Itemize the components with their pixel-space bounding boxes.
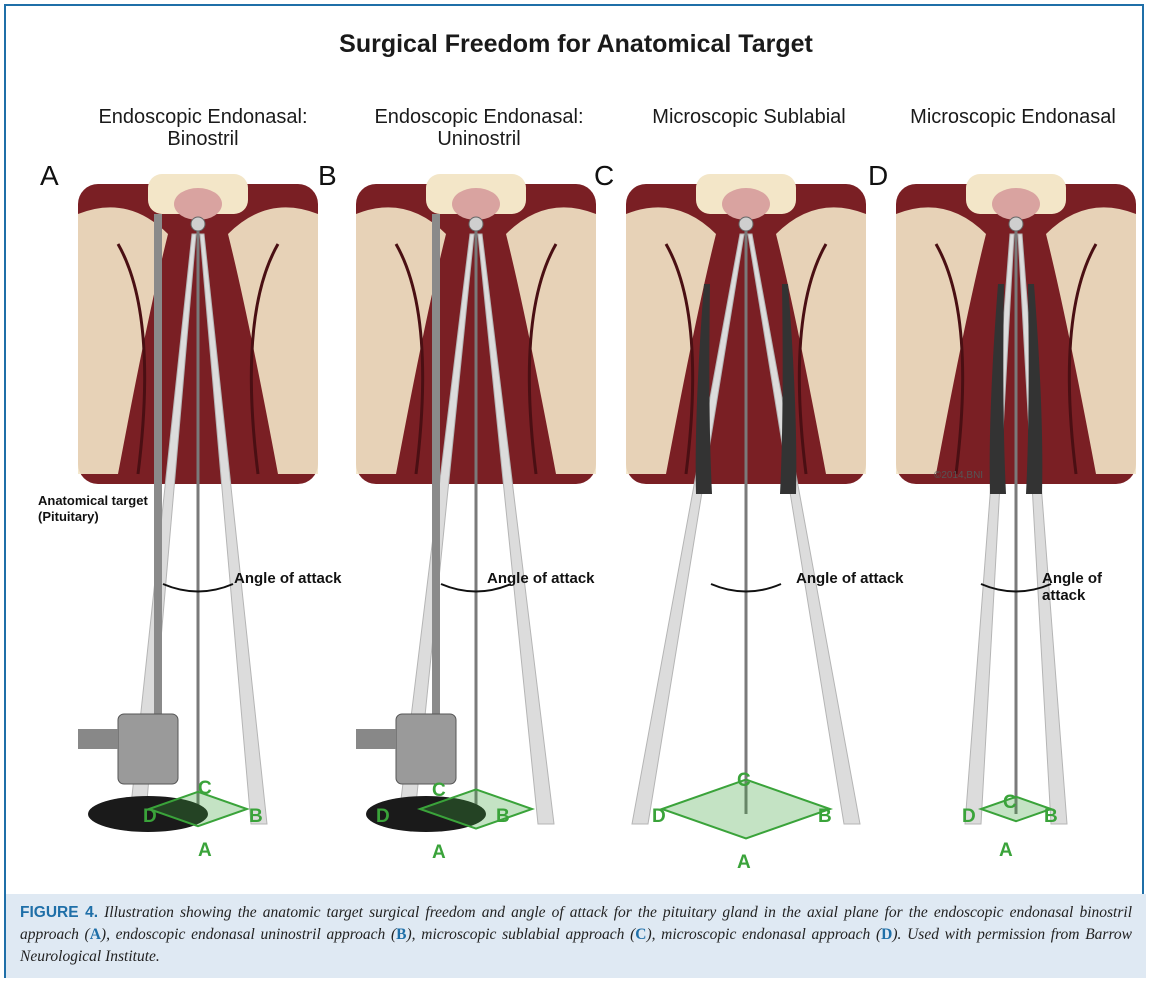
panel-c-illustration	[606, 174, 886, 854]
panel-c-corner-b: B	[818, 806, 832, 828]
panel-a-corner-b: B	[249, 806, 263, 828]
panel-d-title: Microscopic Endonasal	[878, 106, 1148, 128]
panel-b-illustration	[336, 174, 616, 854]
panel-d-corner-a: A	[999, 840, 1013, 862]
figure-frame: Surgical Freedom for Anatomical Target E…	[4, 4, 1144, 978]
caption-ref-c: C	[635, 926, 646, 943]
caption-text-3: ), microscopic sublabial approach (	[407, 926, 636, 943]
panel-b-corner-d: D	[376, 806, 390, 828]
instrument-tip	[739, 217, 753, 231]
panel-d-title-line1: Microscopic Endonasal	[878, 106, 1148, 128]
panel-d-corner-c: C	[1003, 792, 1017, 814]
panel-d-angle-label: Angle of attack	[1042, 570, 1142, 604]
panel-a-corner-c: C	[198, 778, 212, 800]
panel-a-corner-a: A	[198, 840, 212, 862]
panel-b-title: Endoscopic Endonasal: Uninostril	[344, 106, 614, 150]
caption-label: FIGURE 4.	[20, 904, 98, 921]
panel-c-corner-d: D	[652, 806, 666, 828]
panel-d-corner-d: D	[962, 806, 976, 828]
instrument-tip	[469, 217, 483, 231]
panel-d-illustration	[876, 174, 1150, 854]
light-port	[356, 729, 396, 749]
panel-c-angle-label: Angle of attack	[796, 570, 904, 587]
caption-ref-a: A	[90, 926, 101, 943]
panel-b-corner-c: C	[432, 780, 446, 802]
panel-c-title: Microscopic Sublabial	[614, 106, 884, 128]
caption-ref-b: B	[396, 926, 406, 943]
panel-a-title: Endoscopic Endonasal: Binostril	[68, 106, 338, 150]
panel-b-corner-b: B	[496, 806, 510, 828]
figure-caption: FIGURE 4. Illustration showing the anato…	[6, 894, 1146, 978]
panel-c-corner-c: C	[737, 770, 751, 792]
panel-c-corner-a: A	[737, 852, 751, 874]
panel-b-title-line2: Uninostril	[344, 128, 614, 150]
copyright-mark: ©2014,BNI	[934, 470, 983, 481]
panel-b-title-line1: Endoscopic Endonasal:	[344, 106, 614, 128]
panel-a-title-line2: Binostril	[68, 128, 338, 150]
pituitary-gland	[992, 188, 1040, 220]
caption-text-2: ), endoscopic endonasal uninostril appro…	[101, 926, 396, 943]
figure-title: Surgical Freedom for Anatomical Target	[6, 30, 1146, 59]
pituitary-gland	[174, 188, 222, 220]
endoscope-body	[118, 714, 178, 784]
panel-a-angle-label: Angle of attack	[234, 570, 342, 587]
caption-ref-d: D	[881, 926, 892, 943]
endoscope-body	[396, 714, 456, 784]
panel-b-angle-label: Angle of attack	[487, 570, 595, 587]
caption-text-4: ), microscopic endonasal approach (	[646, 926, 881, 943]
pituitary-gland	[452, 188, 500, 220]
target-label-line2: (Pituitary)	[38, 509, 148, 525]
panel-b-corner-a: A	[432, 842, 446, 864]
panel-a-corner-d: D	[143, 806, 157, 828]
anatomical-target-label: Anatomical target (Pituitary)	[38, 493, 148, 525]
panel-c-title-line1: Microscopic Sublabial	[614, 106, 884, 128]
instrument-tip	[1009, 217, 1023, 231]
instrument-tip	[191, 217, 205, 231]
pituitary-gland	[722, 188, 770, 220]
light-port	[78, 729, 118, 749]
panel-d-corner-b: B	[1044, 806, 1058, 828]
panel-a-letter: A	[40, 160, 59, 192]
target-label-line1: Anatomical target	[38, 493, 148, 509]
panel-a-title-line1: Endoscopic Endonasal:	[68, 106, 338, 128]
